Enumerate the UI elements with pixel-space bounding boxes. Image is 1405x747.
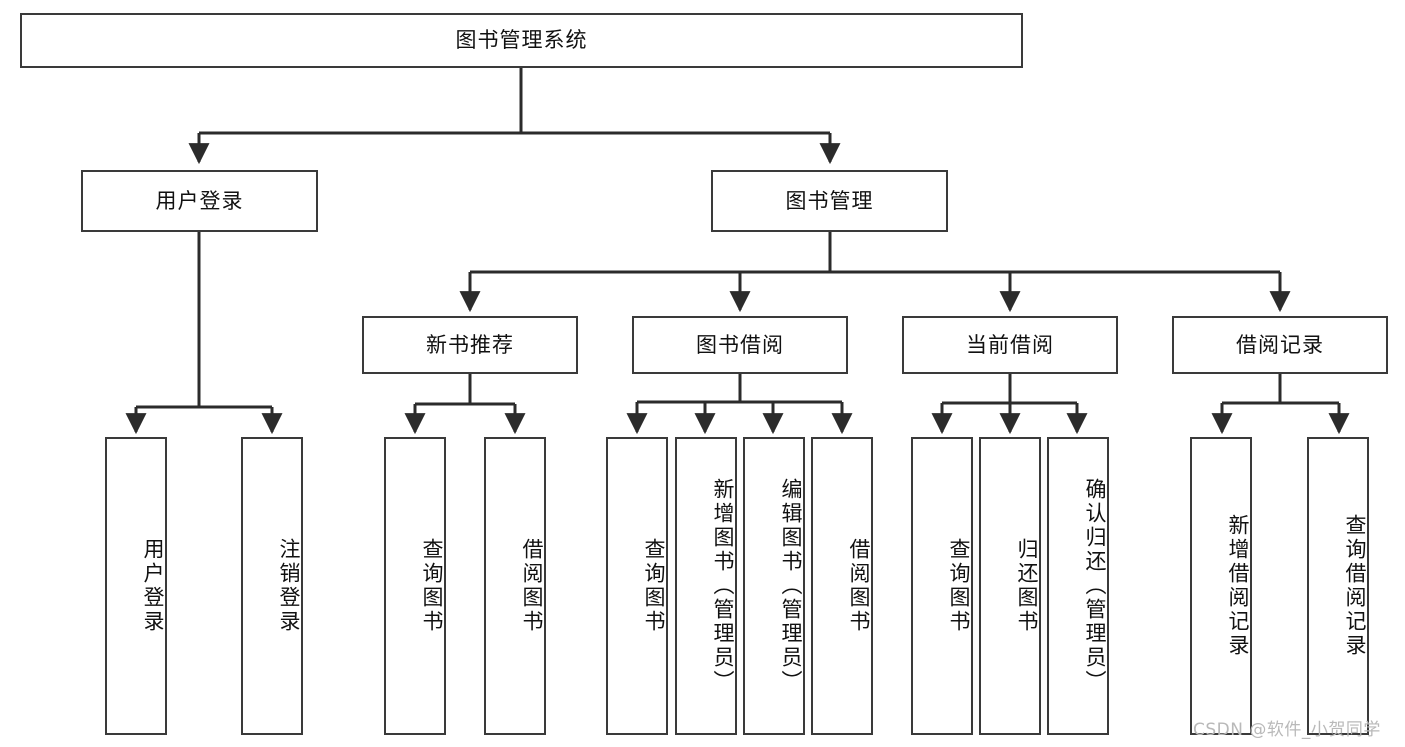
node-leaf-query-book-3-label: 查询图书 xyxy=(947,538,971,634)
node-leaf-add-borrow-record-label: 新增借阅记录 xyxy=(1226,514,1250,658)
node-leaf-borrow-book-2[interactable]: 借阅图书 xyxy=(811,437,873,735)
node-new-book-recommend-label: 新书推荐 xyxy=(426,332,514,357)
node-new-book-recommend[interactable]: 新书推荐 xyxy=(362,316,578,374)
node-leaf-add-book-admin[interactable]: 新增图书（管理员） xyxy=(675,437,737,735)
node-current-borrow-label: 当前借阅 xyxy=(966,332,1054,357)
node-leaf-query-book-2-label: 查询图书 xyxy=(642,538,666,634)
node-user-login-label: 用户登录 xyxy=(155,188,244,213)
node-book-borrow-label: 图书借阅 xyxy=(696,332,784,357)
node-current-borrow[interactable]: 当前借阅 xyxy=(902,316,1118,374)
node-leaf-query-borrow-record-label: 查询借阅记录 xyxy=(1343,514,1367,658)
node-leaf-confirm-return-admin[interactable]: 确认归还（管理员） xyxy=(1047,437,1109,735)
node-leaf-edit-book-admin-label: 编辑图书（管理员） xyxy=(779,478,803,694)
node-leaf-add-book-admin-label: 新增图书（管理员） xyxy=(711,478,735,694)
node-leaf-add-borrow-record[interactable]: 新增借阅记录 xyxy=(1190,437,1252,735)
node-leaf-query-book-1[interactable]: 查询图书 xyxy=(384,437,446,735)
node-book-borrow[interactable]: 图书借阅 xyxy=(632,316,848,374)
node-borrow-record[interactable]: 借阅记录 xyxy=(1172,316,1388,374)
node-leaf-logout-login[interactable]: 注销登录 xyxy=(241,437,303,735)
node-leaf-query-book-2[interactable]: 查询图书 xyxy=(606,437,668,735)
node-leaf-user-login[interactable]: 用户登录 xyxy=(105,437,167,735)
node-leaf-query-book-1-label: 查询图书 xyxy=(420,538,444,634)
node-leaf-edit-book-admin[interactable]: 编辑图书（管理员） xyxy=(743,437,805,735)
csdn-watermark: CSDN @软件_小贺同学 xyxy=(1193,720,1381,740)
node-root-label: 图书管理系统 xyxy=(455,28,588,53)
node-borrow-record-label: 借阅记录 xyxy=(1236,332,1324,357)
node-leaf-query-borrow-record[interactable]: 查询借阅记录 xyxy=(1307,437,1369,735)
node-root[interactable]: 图书管理系统 xyxy=(20,13,1023,68)
node-leaf-return-book-label: 归还图书 xyxy=(1015,538,1039,634)
node-book-management-label: 图书管理 xyxy=(785,188,874,213)
node-leaf-borrow-book-1-label: 借阅图书 xyxy=(520,538,544,634)
node-leaf-logout-login-label: 注销登录 xyxy=(277,538,301,634)
node-user-login[interactable]: 用户登录 xyxy=(81,170,318,232)
node-book-management[interactable]: 图书管理 xyxy=(711,170,948,232)
node-leaf-return-book[interactable]: 归还图书 xyxy=(979,437,1041,735)
node-leaf-query-book-3[interactable]: 查询图书 xyxy=(911,437,973,735)
node-leaf-confirm-return-admin-label: 确认归还（管理员） xyxy=(1083,478,1107,694)
node-leaf-user-login-label: 用户登录 xyxy=(141,538,165,634)
node-leaf-borrow-book-2-label: 借阅图书 xyxy=(847,538,871,634)
node-leaf-borrow-book-1[interactable]: 借阅图书 xyxy=(484,437,546,735)
